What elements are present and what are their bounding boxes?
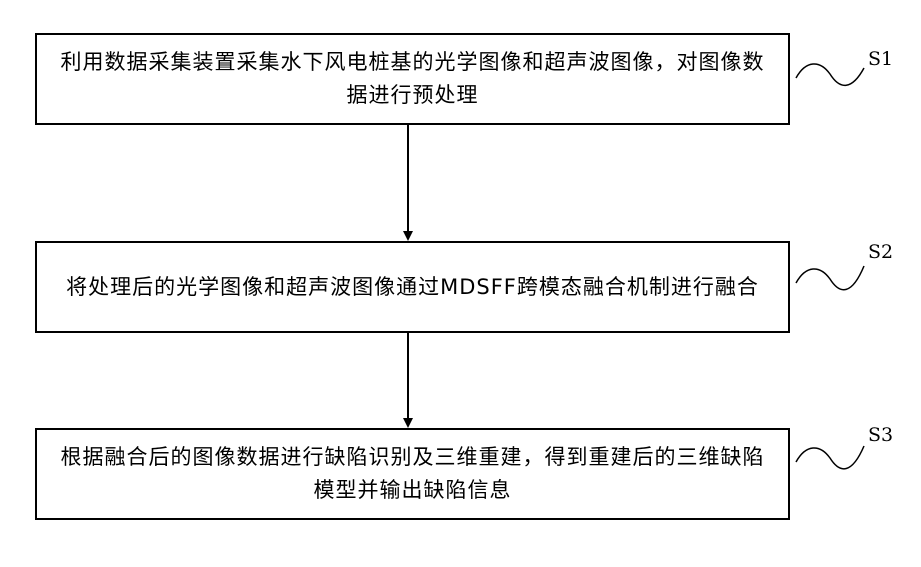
- step-text-s3: 根据融合后的图像数据进行缺陷识别及三维重建，得到重建后的三维缺陷模型并输出缺陷信…: [51, 441, 774, 507]
- step-text-s2: 将处理后的光学图像和超声波图像通过MDSFF跨模态融合机制进行融合: [66, 271, 759, 304]
- leader-line-s2: [796, 266, 864, 290]
- step-box-s3: 根据融合后的图像数据进行缺陷识别及三维重建，得到重建后的三维缺陷模型并输出缺陷信…: [35, 428, 790, 520]
- leader-line-s3: [796, 446, 864, 469]
- step-box-s1: 利用数据采集装置采集水下风电桩基的光学图像和超声波图像，对图像数据进行预处理: [35, 33, 790, 125]
- step-text-s1: 利用数据采集装置采集水下风电桩基的光学图像和超声波图像，对图像数据进行预处理: [51, 46, 774, 112]
- step-label-s1: S1: [868, 48, 893, 70]
- step-label-s2: S2: [868, 241, 893, 263]
- step-box-s2: 将处理后的光学图像和超声波图像通过MDSFF跨模态融合机制进行融合: [35, 241, 790, 333]
- step-label-s3: S3: [868, 424, 893, 446]
- leader-line-s1: [796, 64, 864, 85]
